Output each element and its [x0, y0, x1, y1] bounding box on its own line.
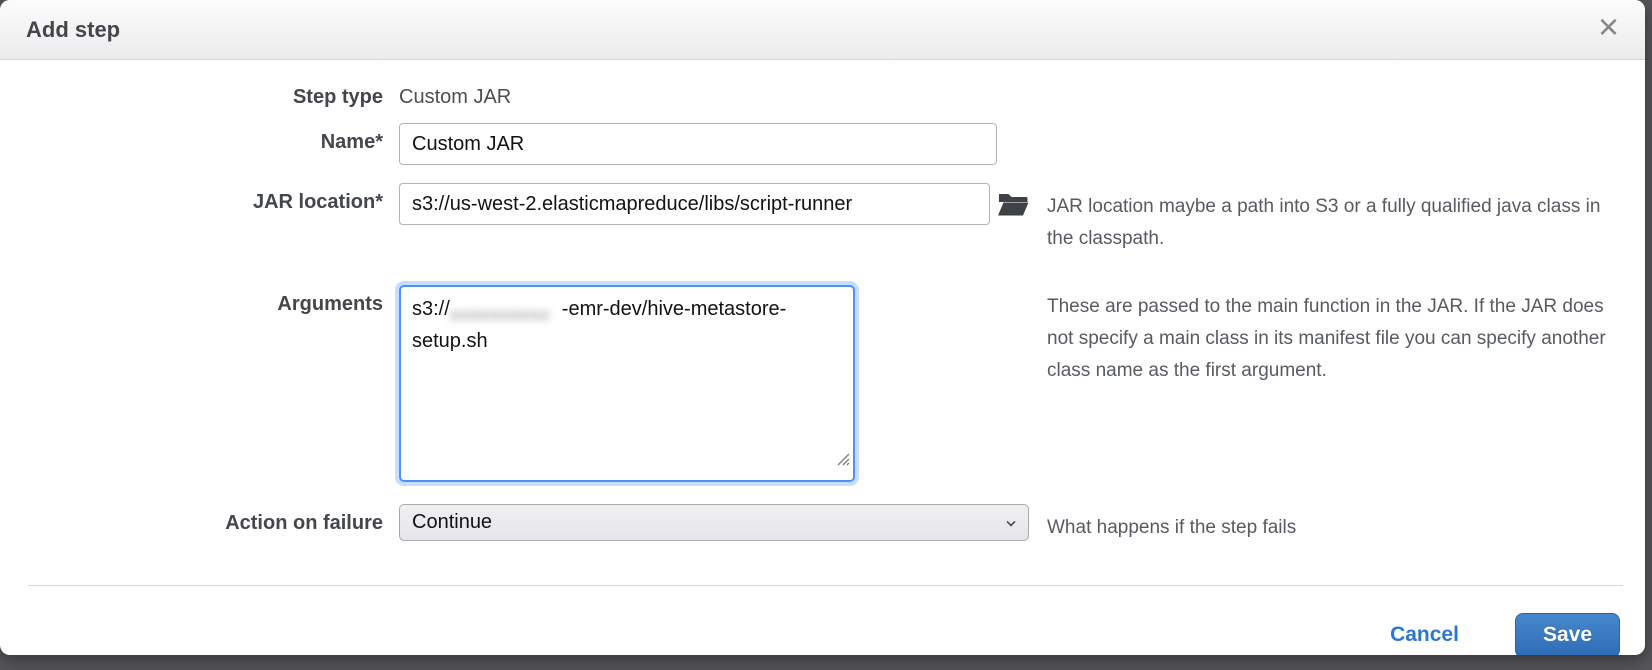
jar-location-input[interactable]: [399, 183, 990, 225]
step-type-label: Step type: [292, 86, 383, 108]
modal-header: Add step ×: [0, 0, 1645, 60]
jar-location-row: JAR location* JAR location maybe a path …: [28, 183, 1645, 255]
jar-location-label: JAR location*: [252, 191, 383, 213]
resize-handle-icon[interactable]: [835, 444, 850, 476]
action-on-failure-select[interactable]: Continue: [399, 503, 1029, 541]
add-step-modal: Add step × Step type Custom JAR Name* JA…: [0, 0, 1645, 655]
action-on-failure-selected-value: Continue: [412, 510, 493, 533]
arguments-value-prefix: s3://: [412, 297, 450, 320]
arguments-redacted-text: xxxxxxxxxx: [449, 304, 550, 320]
step-type-row: Step type Custom JAR: [28, 86, 1645, 109]
close-icon[interactable]: ×: [1597, 5, 1619, 47]
arguments-label: Arguments: [277, 292, 383, 315]
name-input[interactable]: [399, 123, 997, 165]
cancel-button[interactable]: Cancel: [1390, 623, 1459, 647]
arguments-help: These are passed to the main function in…: [1047, 295, 1606, 381]
name-row: Name*: [28, 123, 1645, 165]
arguments-value-suffix: -emr-dev/hive-metastore-setup.sh: [412, 297, 787, 353]
modal-title: Add step: [26, 16, 121, 42]
footer-divider: [28, 584, 1623, 586]
arguments-row: Arguments s3://xxxxxxxxxx-emr-dev/hive-m…: [28, 284, 1645, 482]
chevron-down-icon: [1006, 517, 1016, 527]
action-on-failure-row: Action on failure Continue What happens …: [28, 503, 1645, 544]
jar-location-help: JAR location maybe a path into S3 or a f…: [1047, 196, 1601, 249]
name-label: Name*: [320, 131, 383, 153]
save-button[interactable]: Save: [1514, 612, 1620, 655]
action-on-failure-help: What happens if the step fails: [1047, 516, 1297, 538]
step-type-value: Custom JAR: [399, 86, 512, 108]
arguments-textarea[interactable]: s3://xxxxxxxxxx-emr-dev/hive-metastore-s…: [399, 284, 855, 482]
folder-icon[interactable]: [998, 191, 1029, 222]
modal-footer: Cancel Save: [0, 586, 1645, 655]
modal-body: Step type Custom JAR Name* JAR location*: [0, 60, 1645, 544]
action-on-failure-label: Action on failure: [225, 511, 383, 534]
